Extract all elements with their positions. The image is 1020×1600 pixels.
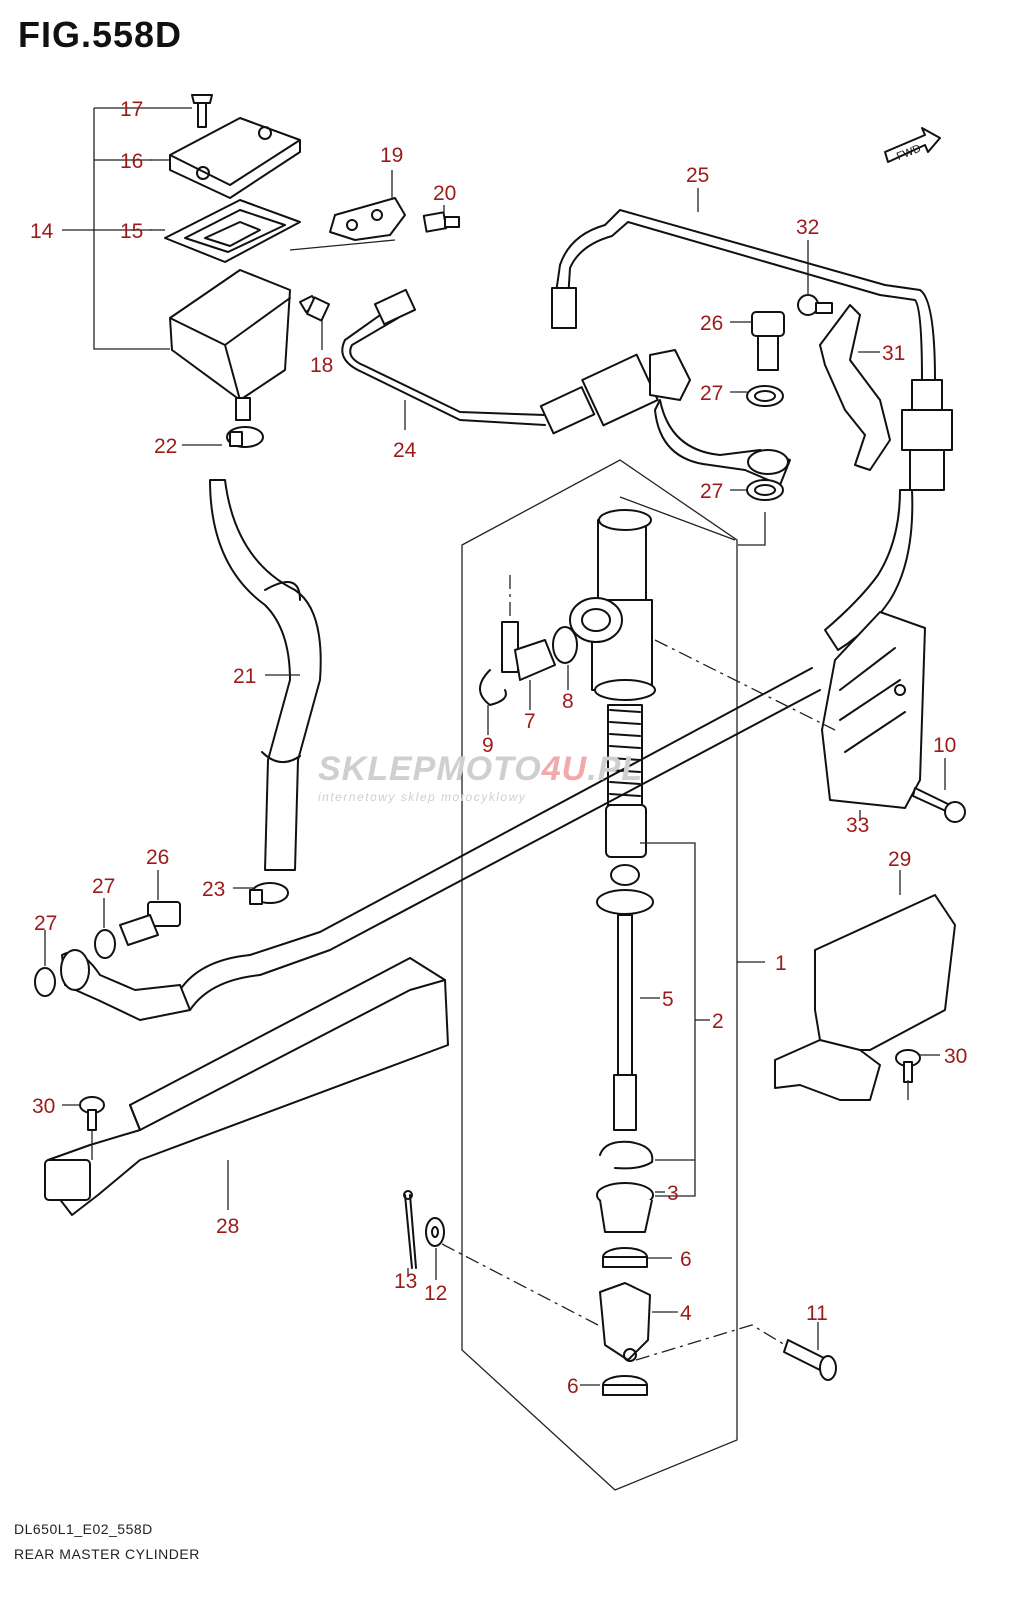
watermark-brand-c: .PL xyxy=(587,750,644,788)
callout-6b: 6 xyxy=(567,1375,579,1398)
part-clamp-22 xyxy=(226,426,264,448)
figure-caption: REAR MASTER CYLINDER xyxy=(14,1546,200,1562)
callout-11: 11 xyxy=(806,1302,828,1325)
callout-15: 15 xyxy=(120,220,143,243)
part-clamp-23 xyxy=(249,882,289,905)
part-bracket-19 xyxy=(329,197,406,241)
part-bolt-18 xyxy=(299,295,331,322)
part-nut-6b xyxy=(602,1375,648,1396)
callout-30a: 30 xyxy=(32,1095,55,1118)
callout-8: 8 xyxy=(562,690,574,713)
part-cylinder-right xyxy=(824,379,953,651)
watermark-brand-b: 4U xyxy=(541,750,588,788)
callout-26a: 26 xyxy=(700,312,723,335)
part-screw-10 xyxy=(912,787,966,823)
callout-10: 10 xyxy=(933,734,956,757)
callout-7: 7 xyxy=(524,710,536,733)
callout-16: 16 xyxy=(120,150,143,173)
callout-27d: 27 xyxy=(34,912,57,935)
callout-33: 33 xyxy=(846,814,869,837)
callout-29: 29 xyxy=(888,848,911,871)
callout-27b: 27 xyxy=(700,480,723,503)
part-clevis-4 xyxy=(599,1282,651,1361)
assembly-outline xyxy=(461,459,738,1491)
part-fitting-24b xyxy=(539,349,691,435)
callout-21: 21 xyxy=(233,665,256,688)
figure-title: FIG.558D xyxy=(18,14,183,55)
callout-25: 25 xyxy=(686,164,709,187)
callout-28: 28 xyxy=(216,1215,239,1238)
dashline-guard xyxy=(654,639,836,731)
fwd-arrow-icon: FWD xyxy=(884,127,941,163)
part-bolt-20 xyxy=(422,211,460,233)
callout-3: 3 xyxy=(667,1182,679,1205)
part-bolt-26a xyxy=(751,311,785,371)
callout-14: 14 xyxy=(30,220,54,243)
part-nut-6a xyxy=(602,1247,648,1268)
part-cotter-13 xyxy=(404,1194,417,1269)
part-oring-8 xyxy=(552,626,578,664)
callout-2: 2 xyxy=(712,1010,724,1033)
callout-27c: 27 xyxy=(92,875,115,898)
part-washer-27b xyxy=(746,479,784,501)
watermark-tagline: internetowy sklep motocyklowy xyxy=(318,790,527,804)
part-cover-29 xyxy=(814,894,956,1051)
part-bracket-31 xyxy=(819,304,891,471)
part-screw-17 xyxy=(191,94,213,128)
part-screw-30b xyxy=(895,1049,921,1083)
part-washer-27a xyxy=(746,385,784,407)
part-circlip-9 xyxy=(479,669,507,706)
part-pin-11 xyxy=(783,1339,837,1381)
callout-4: 4 xyxy=(680,1302,692,1325)
part-cylinder-body xyxy=(569,509,656,701)
part-diaphragm-15 xyxy=(164,199,301,263)
part-line-main xyxy=(259,689,821,976)
callout-20: 20 xyxy=(433,182,456,205)
callout-13: 13 xyxy=(394,1270,417,1293)
callout-18: 18 xyxy=(310,354,333,377)
callout-27a: 27 xyxy=(700,382,723,405)
part-circlip-2b xyxy=(599,1140,654,1170)
callout-23: 23 xyxy=(202,878,225,901)
callout-6a: 6 xyxy=(680,1248,692,1271)
callout-17: 17 xyxy=(120,98,143,121)
part-elbow-7 xyxy=(501,621,556,681)
part-hose-21 xyxy=(209,479,322,871)
part-bolt-26b xyxy=(119,901,181,946)
callout-1: 1 xyxy=(775,952,787,975)
part-washer-27c xyxy=(94,929,116,959)
part-pushrod-5 xyxy=(596,864,654,1131)
part-hose-24 xyxy=(341,307,546,426)
part-reservoir-14 xyxy=(169,269,291,401)
part-spring-piston xyxy=(605,704,647,858)
callout-31: 31 xyxy=(882,342,905,365)
callout-24: 24 xyxy=(393,439,417,462)
callout-19: 19 xyxy=(380,144,403,167)
reservoir-bracket xyxy=(93,108,170,350)
part-bolt-32 xyxy=(797,294,833,316)
watermark-brand-a: SKLEPMOTO xyxy=(318,750,542,788)
watermark-brand: SKLEPMOTO4U.PL xyxy=(318,750,643,789)
part-boot-3 xyxy=(596,1182,654,1233)
callout-12: 12 xyxy=(424,1282,447,1305)
part-washer-12 xyxy=(425,1217,445,1247)
part-washer-27d xyxy=(34,967,56,997)
part-hose-25 xyxy=(554,209,936,381)
part-cap-16 xyxy=(169,117,301,199)
callout-26b: 26 xyxy=(146,846,169,869)
model-code: DL650L1_E02_558D xyxy=(14,1521,153,1537)
part-screw-30a xyxy=(79,1096,105,1131)
callout-32: 32 xyxy=(796,216,819,239)
callout-22: 22 xyxy=(154,435,177,458)
callout-9: 9 xyxy=(482,734,494,757)
callout-30b: 30 xyxy=(944,1045,967,1068)
callout-5: 5 xyxy=(662,988,674,1011)
